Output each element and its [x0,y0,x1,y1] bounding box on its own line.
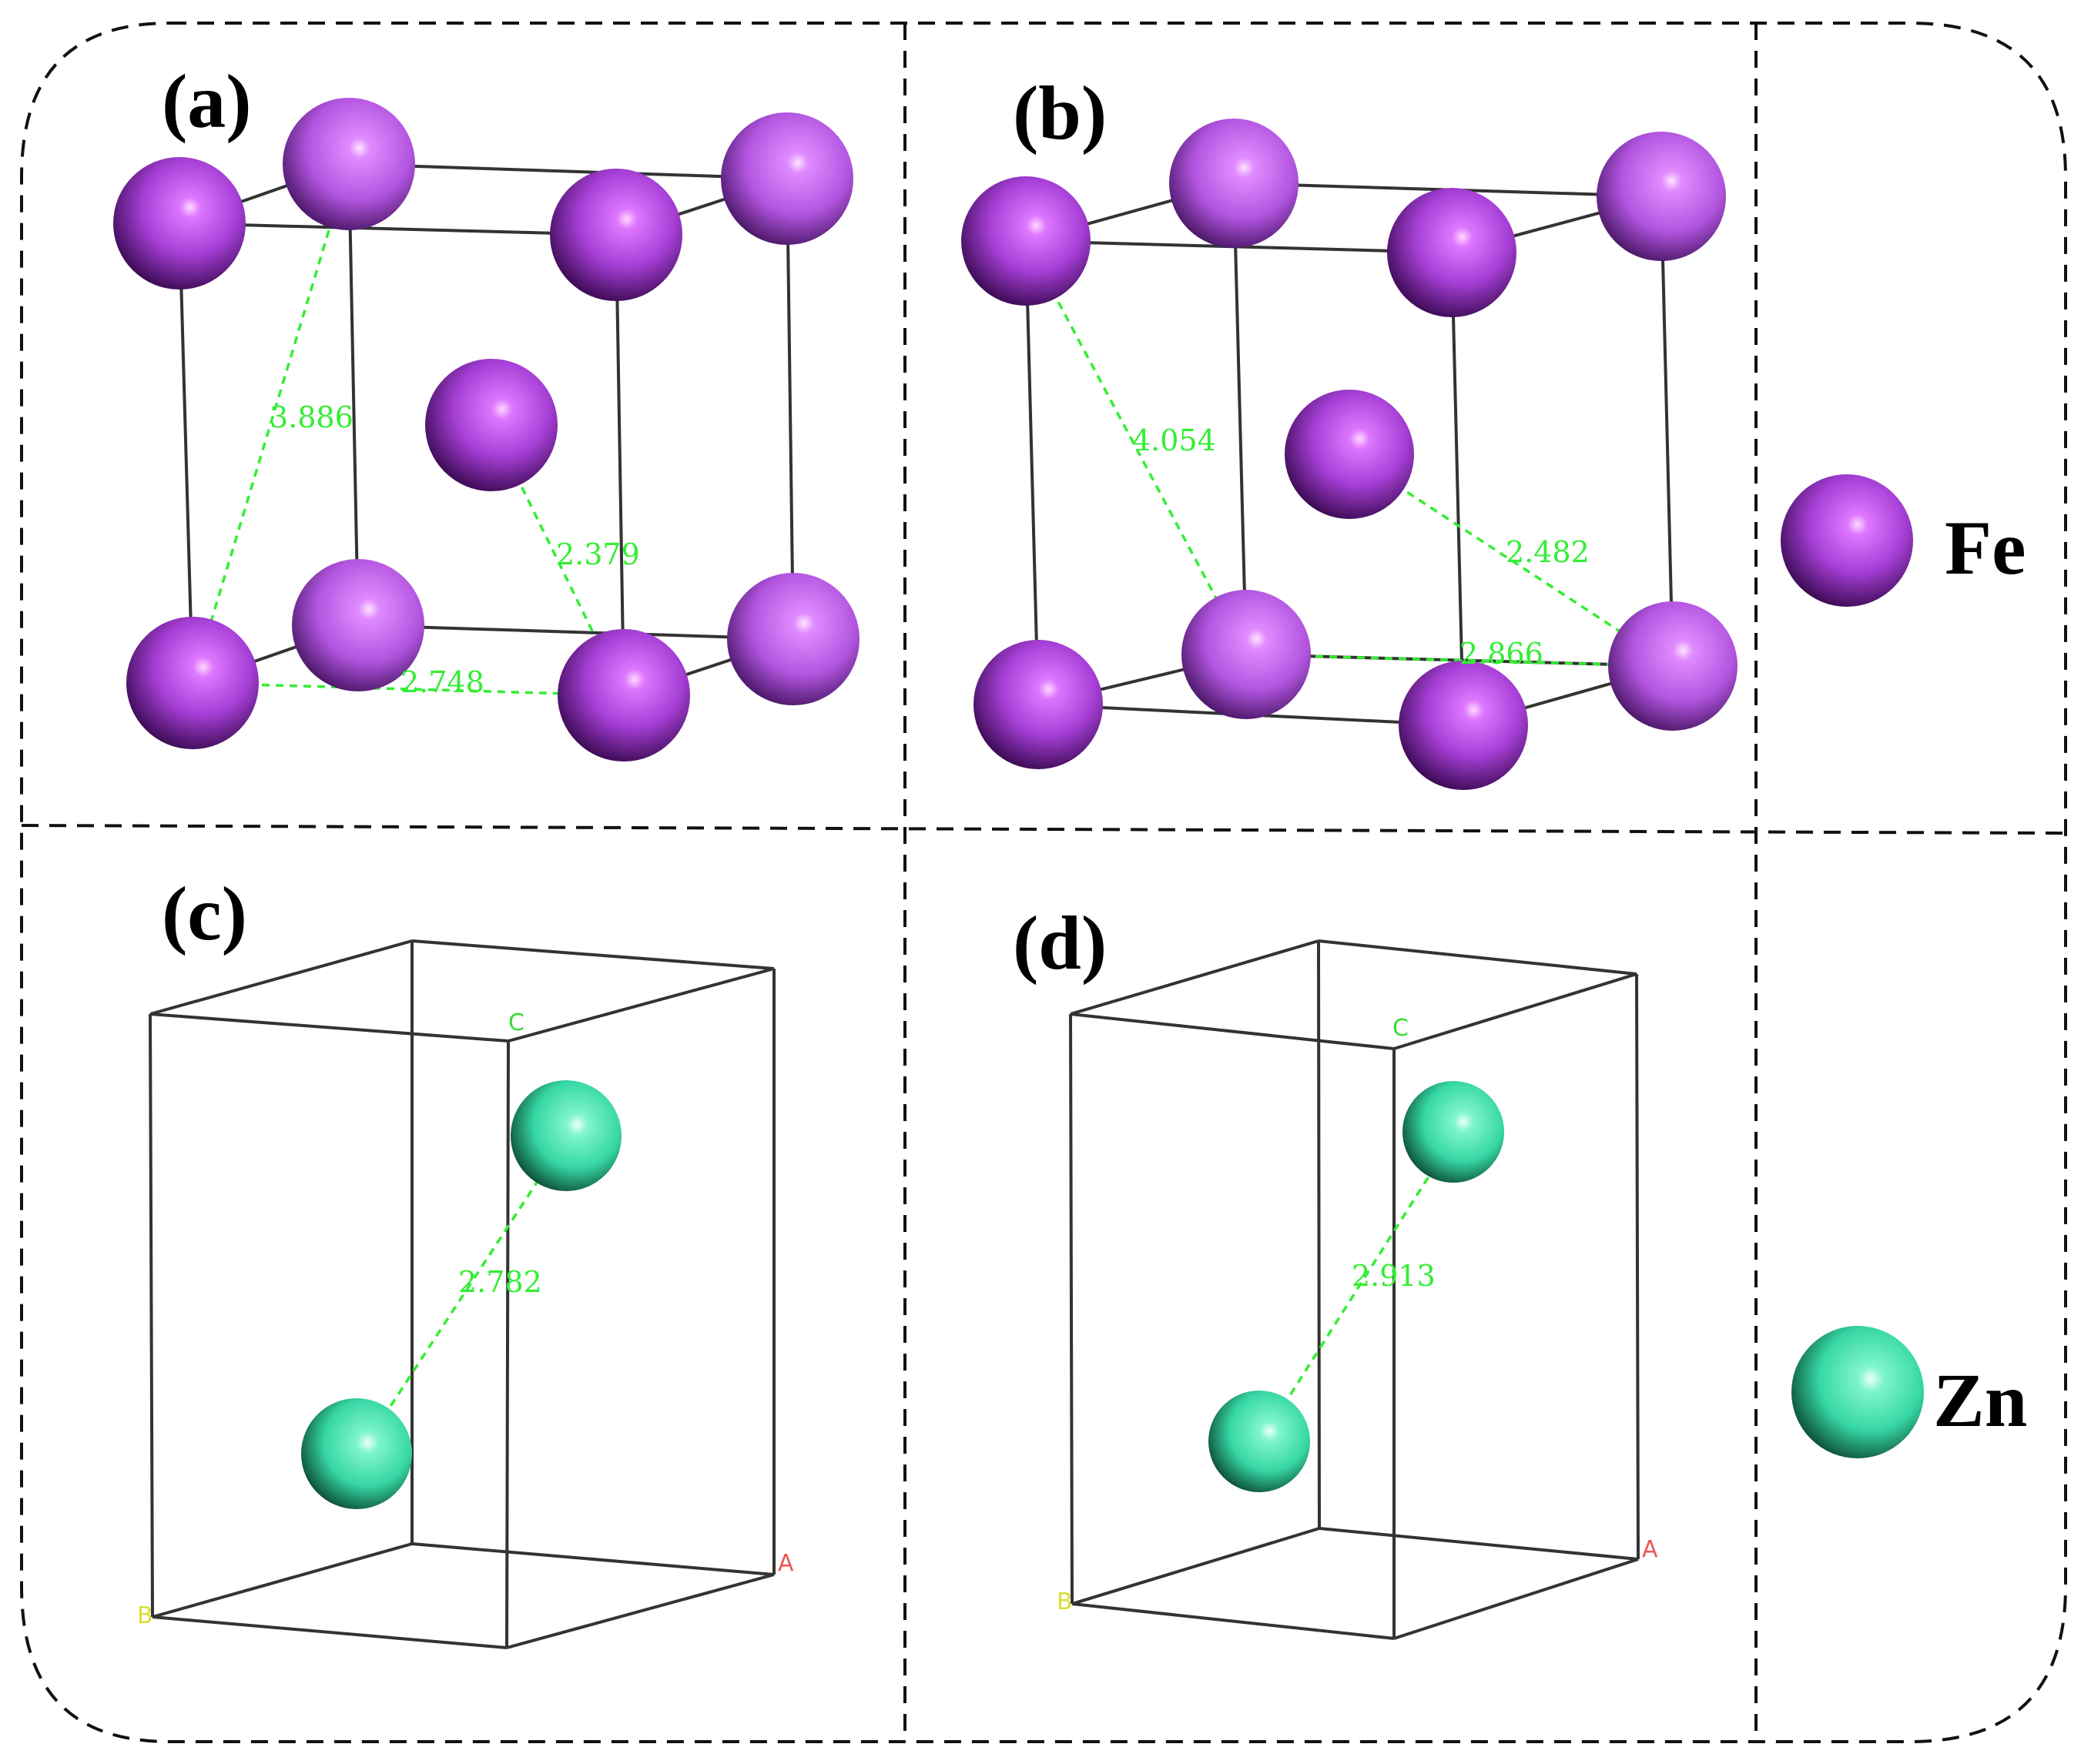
fe-atom [1181,590,1311,719]
legend: Fe Zn [1781,474,2027,1458]
unit-cell-edges [149,939,776,1649]
legend-label-zn: Zn [1933,1357,2027,1443]
panel-c: (c) 2.782 C A B [137,871,794,1649]
fe-atom [425,359,558,491]
fe-atom [113,157,246,290]
axis-label-c: C [1392,1015,1409,1042]
fe-atom [1399,661,1528,790]
unit-cell-edges [1069,939,1640,1640]
fe-atom [1387,188,1516,317]
fe-atom [1597,132,1726,261]
distance-label: 2.482 [1506,535,1590,569]
fe-atom [550,169,682,301]
panel-b: (b) 4.054 2.482 2.866 [961,70,1738,790]
axis-label-c: C [508,1009,524,1036]
fe-atom [292,559,424,691]
axis-label-a: A [778,1550,794,1577]
fe-atoms [113,98,860,761]
fe-atom [1285,390,1414,519]
fe-atom [721,112,853,245]
distance-label: 2.782 [458,1265,542,1299]
fe-atom [1169,119,1299,248]
fe-atom [961,176,1091,306]
panel-d: (d) 2.913 C A B [1013,900,1658,1640]
fe-atom [126,617,259,749]
bond-line [1259,1127,1461,1442]
fe-atom [973,640,1103,769]
distance-label: 2.379 [556,537,640,571]
zn-atom [1208,1391,1310,1492]
distance-label: 3.886 [270,400,354,434]
figure-frame [20,22,2067,1743]
panel-a: (a) 3.886 2.379 2.748 [113,59,860,761]
panel-label-c: (c) [162,871,247,956]
axis-label-a: A [1642,1536,1658,1563]
fe-atom [283,98,415,230]
zn-atom [1402,1081,1504,1183]
zn-atom [301,1398,412,1509]
axis-label-b: B [137,1602,153,1629]
legend-item-fe: Fe [1781,474,2026,607]
zn-atom [511,1080,622,1191]
distance-label: 2.748 [400,665,484,699]
zn-atom-swatch [1791,1326,1924,1458]
legend-label-fe: Fe [1945,505,2026,591]
legend-item-zn: Zn [1791,1326,2027,1458]
axis-label-b: B [1057,1588,1073,1615]
fe-atom [558,629,690,761]
panel-label-a: (a) [162,59,252,144]
panel-label-d: (d) [1013,900,1107,986]
bond-line [359,1131,571,1453]
fe-atom [1608,601,1738,731]
distance-label: 2.866 [1459,637,1543,671]
fe-atom [727,573,860,705]
fe-atom-swatch [1781,474,1913,607]
distance-label: 4.054 [1132,423,1216,457]
fe-atoms [961,119,1738,790]
distance-label: 2.913 [1352,1259,1436,1293]
panel-label-b: (b) [1013,70,1107,156]
